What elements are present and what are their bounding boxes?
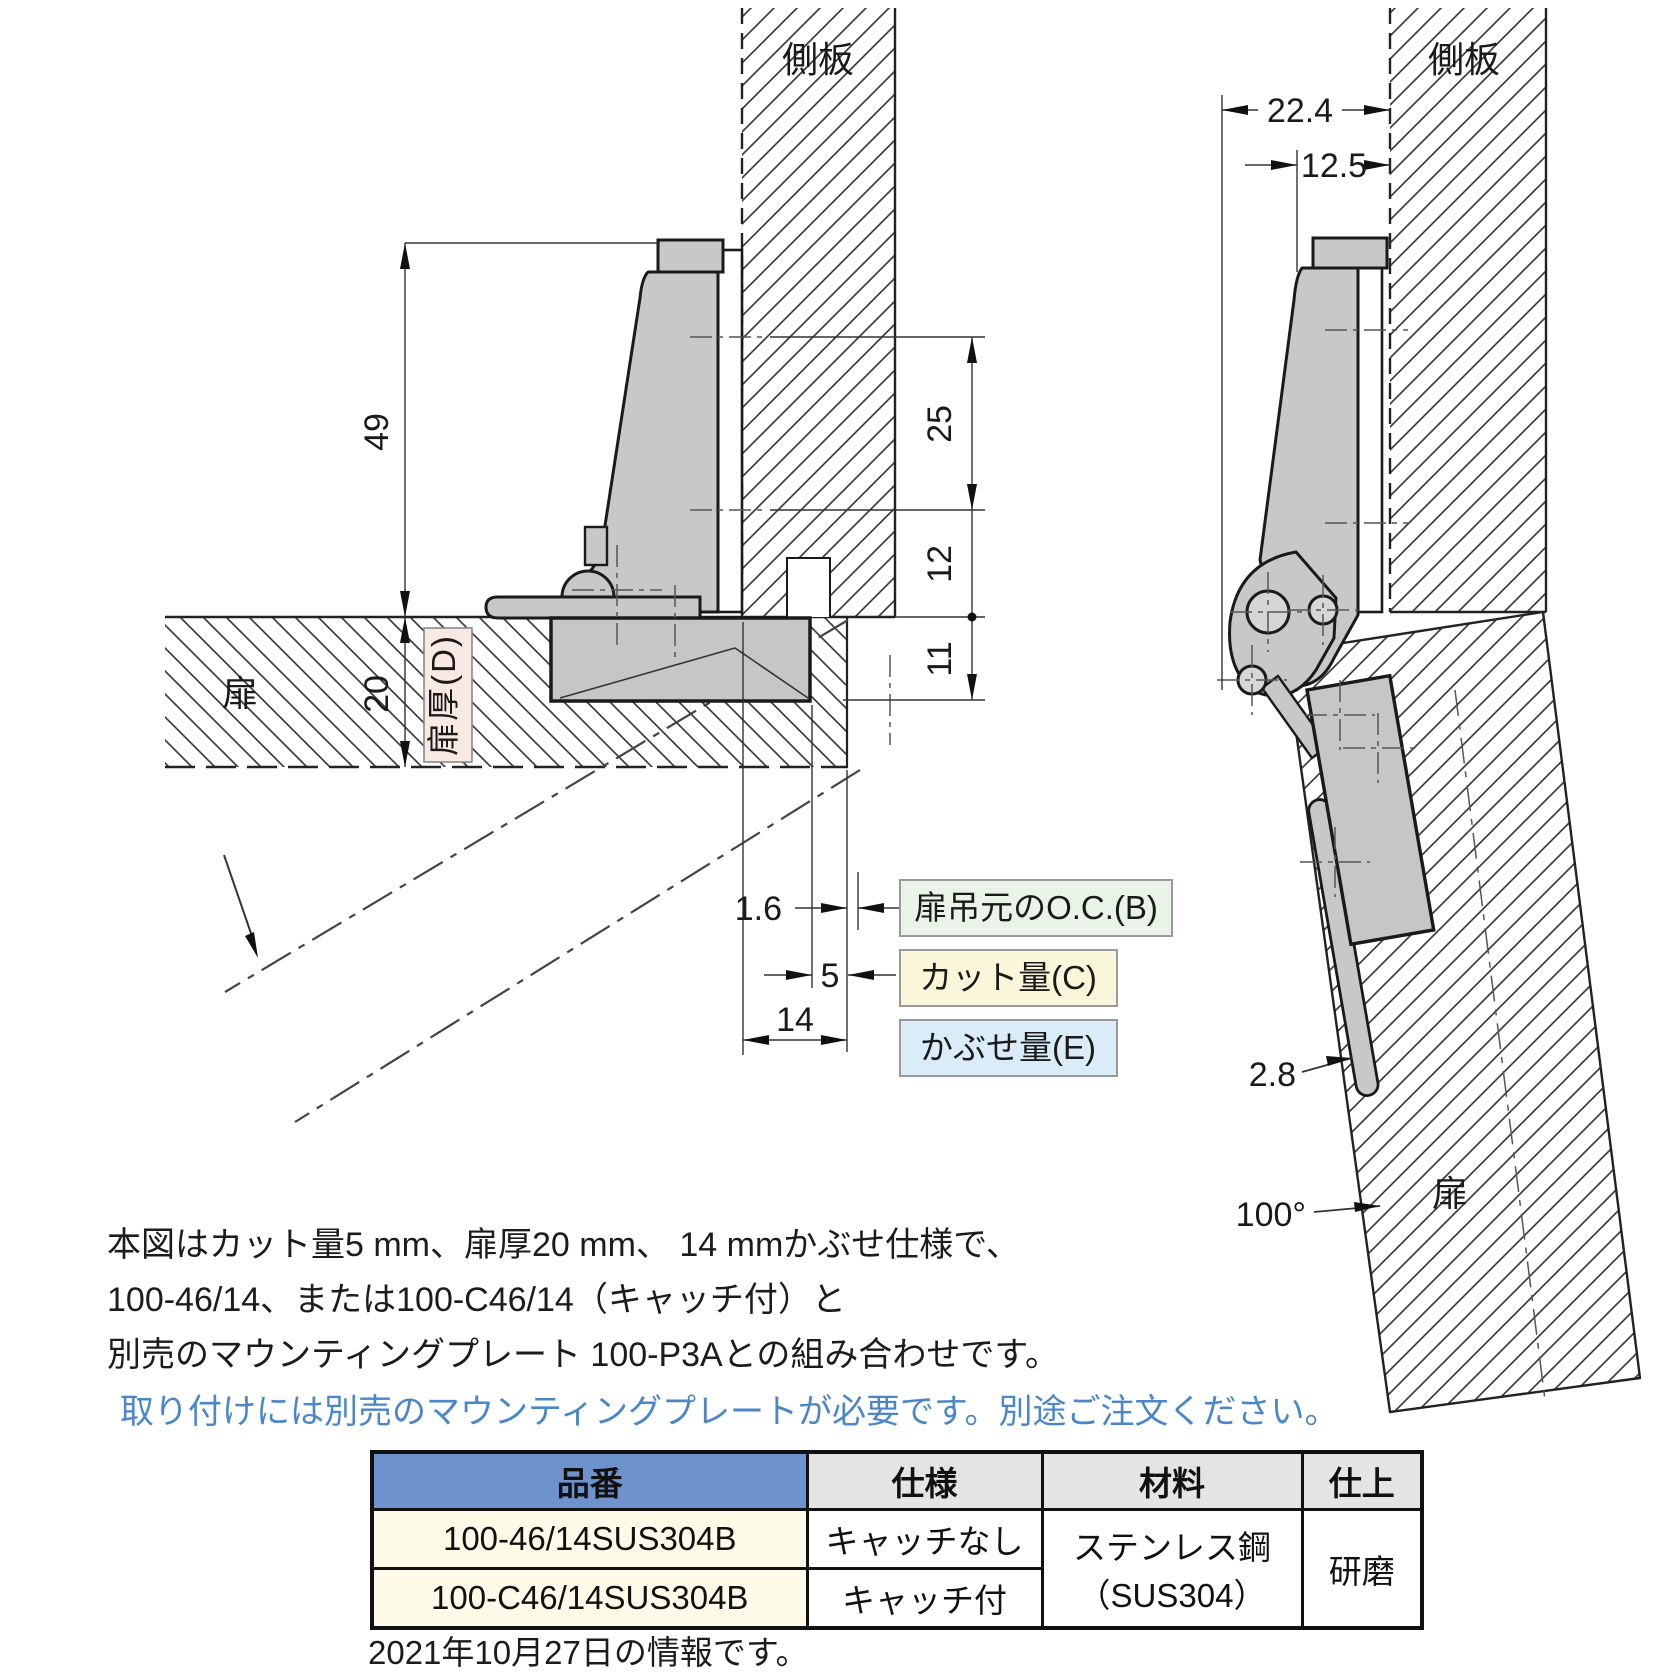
side-panel-label-right: 側板: [1428, 39, 1500, 80]
right-diagram: 22.4 12.5 2.8 100° 側板 扉: [1217, 8, 1642, 1414]
figure-notes: 本図はカット量5 mm、扉厚20 mm、 14 mmかぶせ仕様で、 100-46…: [107, 1218, 1059, 1383]
hinge-cap-right: [1311, 236, 1389, 270]
material-line-2: （SUS304）: [1077, 1576, 1267, 1614]
dim-49-20: 49 20: [358, 242, 660, 767]
part-number-cell: 100-46/14SUS304B: [370, 1508, 809, 1570]
dim-49-label: 49: [358, 413, 396, 451]
dim-100deg-label: 100°: [1236, 1196, 1306, 1234]
date-footnote: 2021年10月27日の情報です。: [368, 1634, 809, 1671]
dim-oc-label: 1.6: [735, 890, 782, 928]
dim-25-12-11: 25 12 11: [770, 336, 985, 701]
dim-2-8-label: 2.8: [1249, 1056, 1296, 1094]
note-line-2: 100-46/14、または100-C46/14（キャッチ付）と: [107, 1281, 846, 1319]
dim-22-4-label: 22.4: [1267, 92, 1333, 130]
material-cell: ステンレス鋼 （SUS304）: [1040, 1508, 1304, 1630]
side-panel-left: [740, 8, 897, 617]
dim-12-5-label: 12.5: [1301, 147, 1367, 185]
callout-overlay-label: かぶせ量(E): [920, 1029, 1096, 1066]
callout-overlay-box: かぶせ量(E): [899, 1019, 1118, 1077]
header-finish: 仕上: [1300, 1450, 1424, 1511]
spec-cell: キャッチなし: [805, 1508, 1044, 1570]
table-row: 100-C46/14SUS304B キャッチ付: [370, 1567, 1422, 1630]
dim-11-label: 11: [921, 641, 959, 676]
material-line-1: ステンレス鋼: [1073, 1528, 1271, 1566]
dim-20-label: 20: [358, 675, 396, 713]
header-material: 材料: [1040, 1450, 1304, 1511]
callout-cut-label: カット量(C): [919, 959, 1097, 996]
side-panel-right: [1388, 8, 1548, 614]
dim-22-4: 22.4: [1221, 92, 1390, 690]
hinge-flange-left: [484, 595, 702, 620]
dim-overlay-label: 14: [776, 1001, 814, 1039]
dim-12-5: 12.5: [1245, 147, 1390, 272]
spec-cell: キャッチ付: [805, 1567, 1044, 1630]
left-diagram: 49 20 扉厚(D) 25 12 11: [165, 8, 1173, 1123]
side-panel-label-left: 側板: [782, 39, 854, 80]
hinge-tab-left: [583, 525, 609, 567]
part-number-cell: 100-C46/14SUS304B: [370, 1567, 809, 1630]
centerlines-right: [1217, 329, 1413, 897]
header-spec: 仕様: [805, 1450, 1044, 1511]
callout-oc-box: 扉吊元のO.C.(B): [899, 879, 1173, 937]
door-thickness-label: 扉厚(D): [425, 634, 462, 756]
open-door-leader-arrow: [223, 854, 258, 958]
table-row: 100-46/14SUS304B キャッチなし ステンレス鋼 （SUS304） …: [370, 1508, 1424, 1630]
dim-12-label: 12: [921, 545, 959, 583]
callout-cut-box: カット量(C): [899, 949, 1118, 1007]
callout-oc-label: 扉吊元のO.C.(B): [914, 889, 1158, 926]
hinge-cup-left: [549, 616, 812, 703]
dim-100deg: 100°: [1236, 1196, 1381, 1234]
dim-oc-cut-overlay: 1.6 5 14: [735, 622, 912, 1055]
door-label-right: 扉: [1432, 1173, 1468, 1214]
dim-2-8: 2.8: [1249, 1056, 1353, 1094]
dim-cut-label: 5: [821, 957, 840, 995]
order-note: 取り付けには別売のマウンティングプレートが必要です。別途ご注文ください。: [120, 1393, 1339, 1431]
hinge-cap-left: [656, 238, 725, 274]
spec-table: 品番 仕様 材料 仕上 100-46/14SUS304B キャッチなし ステンレ…: [370, 1450, 1424, 1630]
dim-25-label: 25: [921, 405, 959, 443]
door-label-left: 扉: [222, 673, 258, 714]
note-line-1: 本図はカット量5 mm、扉厚20 mm、 14 mmかぶせ仕様で、: [107, 1226, 1020, 1264]
hinge-arm-left: [550, 270, 720, 614]
header-part-number: 品番: [370, 1450, 809, 1511]
door-thickness-callout: 扉厚(D): [423, 627, 473, 763]
note-line-3: 別売のマウンティングプレート 100-P3Aとの組み合わせです。: [107, 1336, 1059, 1374]
hinge-cup-right: [1305, 673, 1436, 1097]
open-door-line-2: [294, 769, 861, 1123]
spec-table-header-row: 品番 仕様 材料 仕上: [370, 1450, 1424, 1511]
finish-cell: 研磨: [1300, 1508, 1424, 1630]
